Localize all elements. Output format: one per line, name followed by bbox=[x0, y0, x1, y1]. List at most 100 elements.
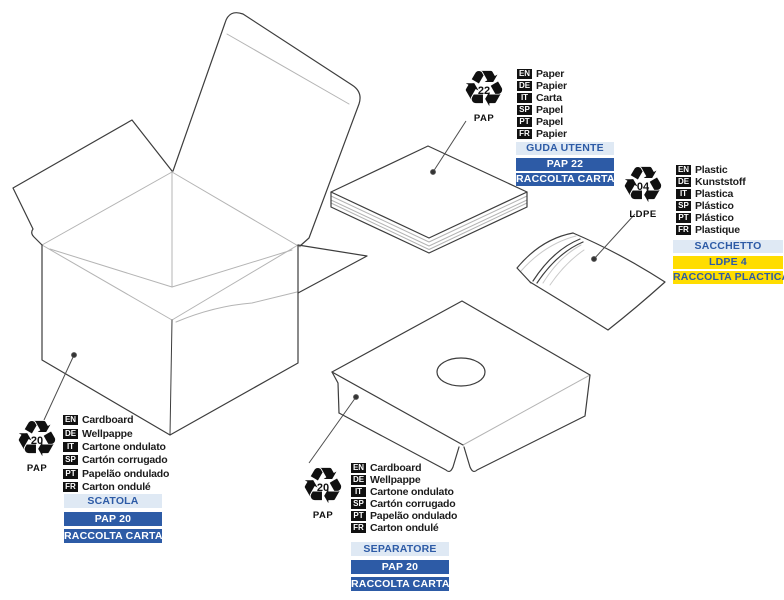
lang-material: Wellpappe bbox=[370, 474, 421, 487]
labels-bag: SACCHETTO LDPE 4 RACCOLTA PLACTICA bbox=[673, 240, 784, 287]
lang-row: PT Plástico bbox=[676, 212, 746, 225]
lang-tag: IT bbox=[63, 442, 78, 453]
lang-row: IT Cartone ondulato bbox=[351, 486, 457, 499]
lang-row: EN Plastic bbox=[676, 164, 746, 177]
lang-tag: IT bbox=[517, 93, 532, 104]
lang-tag: PT bbox=[63, 468, 78, 479]
lang-material: Carton ondulé bbox=[82, 481, 151, 494]
cardboard-separator-tray-drawing bbox=[331, 300, 591, 473]
lang-material: Papier bbox=[536, 128, 567, 141]
lang-material: Papel bbox=[536, 104, 564, 117]
lang-row: DE Papier bbox=[517, 80, 567, 93]
folded-paper-guide-drawing bbox=[330, 145, 528, 254]
lang-row: FR Plastique bbox=[676, 224, 746, 237]
lang-row: SP Cartón corrugado bbox=[351, 498, 457, 511]
material-code-label: LDPE 4 bbox=[673, 255, 783, 269]
lang-material: Cartón corrugado bbox=[370, 498, 456, 511]
labels-box: SCATOLA PAP 20 RACCOLTA CARTA bbox=[64, 494, 162, 547]
lang-tag: FR bbox=[517, 129, 532, 140]
disposal-label: RACCOLTA PLACTICA bbox=[673, 271, 784, 284]
labels-separator: SEPARATORE PAP 20 RACCOLTA CARTA bbox=[351, 542, 449, 595]
lang-tag: EN bbox=[517, 69, 532, 80]
lang-tag: EN bbox=[351, 463, 366, 474]
lang-tag: DE bbox=[517, 81, 532, 92]
recycle-icon: ♻ bbox=[300, 457, 346, 515]
lang-row: IT Cartone ondulato bbox=[63, 441, 169, 454]
lang-row: IT Carta bbox=[517, 92, 567, 105]
lang-tag: EN bbox=[676, 165, 691, 176]
lang-material: Plástico bbox=[695, 212, 734, 225]
lang-material: Papel bbox=[536, 116, 564, 129]
recycling-symbol-bag: ♻ 04 LDPE bbox=[612, 160, 674, 220]
lang-material: Cardboard bbox=[82, 414, 134, 427]
plastic-bag-drawing bbox=[516, 232, 666, 331]
lang-material: Carton ondulé bbox=[370, 522, 439, 535]
lang-material: Carta bbox=[536, 92, 562, 105]
material-languages-separator: EN Cardboard DE Wellpappe IT Cartone ondula… bbox=[351, 462, 458, 535]
lang-row: PT Papelão ondulado bbox=[351, 510, 458, 523]
lang-material: Plastique bbox=[695, 224, 740, 237]
recycle-code-number: 04 bbox=[636, 181, 650, 193]
recycle-code-number: 20 bbox=[316, 482, 330, 494]
recycling-symbol-box: ♻ 20 PAP bbox=[6, 414, 68, 474]
lang-material: Plastica bbox=[695, 188, 734, 201]
part-name-label: SCATOLA bbox=[64, 494, 162, 508]
lang-row: EN Cardboard bbox=[351, 462, 457, 475]
lang-material: Wellpappe bbox=[82, 427, 133, 440]
recycle-material-code: PAP bbox=[26, 463, 48, 474]
lang-material: Papelão ondulado bbox=[370, 510, 458, 523]
lang-material: Kunststoff bbox=[695, 176, 746, 189]
material-code-label: PAP 22 bbox=[516, 157, 614, 171]
material-code-label: PAP 20 bbox=[64, 511, 162, 526]
lang-material: Cardboard bbox=[370, 462, 422, 475]
lang-row: EN Paper bbox=[517, 68, 567, 81]
material-code-label: PAP 20 bbox=[351, 559, 449, 574]
lang-row: DE Kunststoff bbox=[676, 176, 746, 189]
lang-tag: FR bbox=[63, 482, 78, 493]
recycle-code-number: 20 bbox=[30, 435, 44, 447]
lang-material: Plastic bbox=[695, 164, 728, 177]
labels-guide: GUDA UTENTE PAP 22 RACCOLTA CARTA bbox=[516, 142, 614, 189]
lang-tag: DE bbox=[63, 428, 78, 439]
lang-tag: SP bbox=[63, 455, 78, 466]
lang-row: FR Carton ondulé bbox=[63, 481, 169, 494]
recycle-material-code: PAP bbox=[312, 510, 334, 521]
lang-tag: IT bbox=[351, 487, 366, 498]
recycling-symbol-guide: ♻ 22 PAP bbox=[453, 64, 515, 124]
recycle-icon: ♻ bbox=[14, 410, 60, 468]
lang-row: DE Wellpappe bbox=[63, 427, 169, 440]
lang-material: Papier bbox=[536, 80, 567, 93]
lang-material: Plástico bbox=[695, 200, 734, 213]
lang-tag: FR bbox=[676, 225, 691, 236]
lang-material: Cartón corrugado bbox=[82, 454, 168, 467]
lang-material: Paper bbox=[536, 68, 565, 81]
lang-material: Cartone ondulato bbox=[82, 441, 166, 454]
recycling-symbol-separator: ♻ 20 PAP bbox=[292, 461, 354, 521]
lang-row: DE Wellpappe bbox=[351, 474, 457, 487]
recycle-icon: ♻ bbox=[620, 156, 666, 214]
lang-tag: SP bbox=[517, 105, 532, 116]
lang-tag: PT bbox=[351, 511, 366, 522]
lang-row: FR Papier bbox=[517, 128, 567, 141]
recycle-code-number: 22 bbox=[477, 85, 491, 97]
leader-lines bbox=[43, 120, 636, 464]
disposal-label: RACCOLTA CARTA bbox=[351, 577, 450, 591]
lang-material: Cartone ondulato bbox=[370, 486, 454, 499]
lang-tag: DE bbox=[676, 177, 691, 188]
lang-row: SP Plástico bbox=[676, 200, 746, 213]
lang-tag: FR bbox=[351, 523, 366, 534]
lang-tag: SP bbox=[676, 201, 691, 212]
lang-row: SP Cartón corrugado bbox=[63, 454, 169, 467]
lang-tag: PT bbox=[676, 213, 691, 224]
lang-tag: SP bbox=[351, 499, 366, 510]
part-name-label: SEPARATORE bbox=[351, 542, 449, 556]
recycle-icon: ♻ bbox=[461, 60, 507, 118]
part-name-label: GUDA UTENTE bbox=[516, 142, 614, 155]
lang-tag: DE bbox=[351, 475, 366, 486]
